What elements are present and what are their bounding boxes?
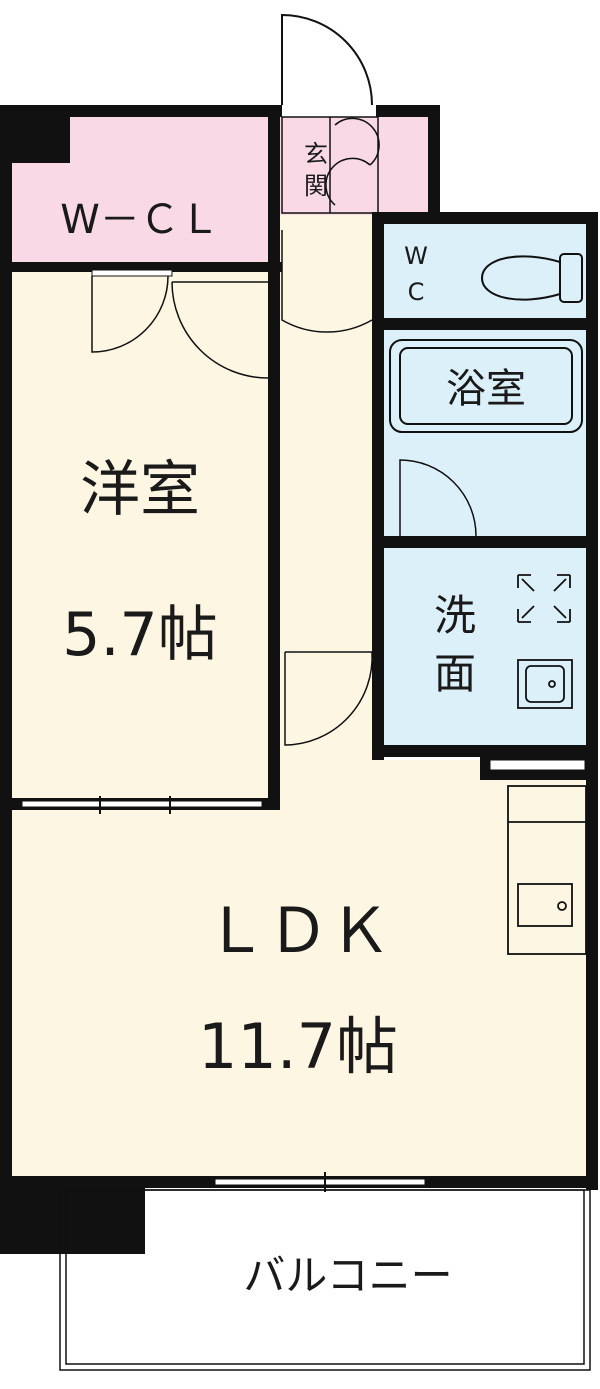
wc-floor	[380, 222, 590, 322]
wc-door-swing	[281, 230, 373, 333]
toilet-icon	[480, 253, 583, 303]
wc-label-w: W	[404, 242, 428, 270]
wcl-label: W－ＣＬ	[60, 197, 220, 243]
bathtub-icon	[389, 339, 583, 433]
washing-machine-space-icon	[517, 574, 571, 623]
window-western	[21, 800, 263, 808]
washroom-label-1: 洗	[434, 591, 476, 640]
western-room-label: 洋室	[80, 455, 200, 525]
window-ldk	[214, 1178, 426, 1186]
washroom-door-swing	[284, 651, 373, 746]
hall-floor	[278, 215, 378, 760]
bath-floor	[380, 330, 590, 540]
bath-door-swing	[399, 459, 477, 537]
kitchen-counter	[507, 785, 587, 955]
washroom-label-2: 面	[434, 649, 476, 698]
western-room-size: 5.7帖	[62, 600, 217, 670]
walls	[0, 105, 598, 1254]
ldk-size: 11.7帖	[198, 1010, 398, 1083]
wcl-door-swing	[91, 275, 169, 353]
entrance-floor	[278, 115, 438, 215]
balcony-label: バルコニー	[243, 1251, 452, 1300]
ldk-label: ＬＤＫ	[205, 894, 391, 967]
western-door-swing	[171, 281, 269, 379]
entrance-label-2: 関	[304, 172, 328, 200]
entrance-label-1: 玄	[304, 140, 328, 168]
wash-basin-icon	[517, 659, 573, 709]
entrance-door-swing	[281, 13, 373, 106]
balcony	[59, 1189, 591, 1371]
washroom-floor	[380, 545, 590, 750]
bath-label: 浴室	[446, 366, 526, 412]
wc-label-c: C	[408, 278, 425, 306]
western-room-floor	[8, 270, 278, 810]
ldk-floor-left	[8, 805, 288, 1180]
